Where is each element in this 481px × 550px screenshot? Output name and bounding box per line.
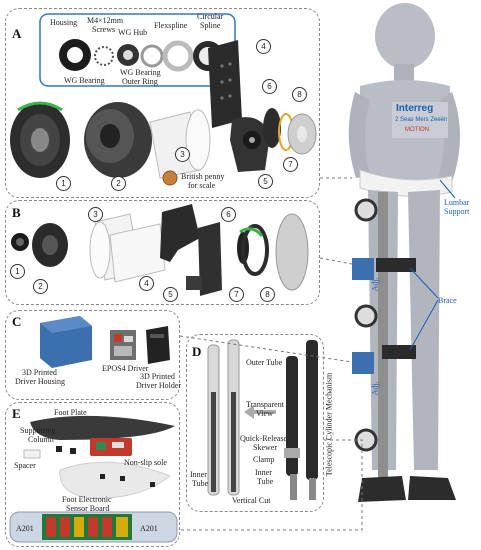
label-driver-housing-2: Driver Housing xyxy=(15,377,65,386)
label-foot-board-1: Foot Electronic xyxy=(62,495,112,504)
panel-e-label: E xyxy=(12,406,21,421)
label-inner-tube-right-1: Inner xyxy=(255,468,272,477)
label-foot-board-2: Sensor Board xyxy=(66,504,110,513)
label-driver-holder-2: Driver Holder xyxy=(136,381,182,390)
panel-a-label: A xyxy=(12,26,22,41)
label-vertical-cut: Vertical Cut xyxy=(232,496,271,505)
marker-b-4: 4 xyxy=(139,276,154,291)
panel-d xyxy=(186,334,324,512)
panel-c-label: C xyxy=(12,314,22,329)
marker-b-8: 8 xyxy=(260,287,275,302)
panel-c xyxy=(5,310,180,400)
label-chip-left: A201 xyxy=(16,524,34,533)
label-inner-tube-left-2: Tube xyxy=(192,479,209,488)
label-penny-2: for scale xyxy=(188,181,216,190)
marker-a-2: 2 xyxy=(111,176,126,191)
marker-a-4: 4 xyxy=(256,39,271,54)
label-flexspline: Flexspline xyxy=(154,21,188,30)
panel-b-label: B xyxy=(12,205,21,220)
label-outer-tube: Outer Tube xyxy=(246,358,283,367)
marker-b-3: 3 xyxy=(88,207,103,222)
marker-b-6: 6 xyxy=(221,207,236,222)
label-wg-bearing: WG Bearing xyxy=(64,76,105,85)
label-wg-hub: WG Hub xyxy=(118,28,148,37)
label-supporting-column-1: Supporting xyxy=(20,426,56,435)
marker-b-1: 1 xyxy=(10,264,25,279)
label-spacer: Spacer xyxy=(14,461,36,470)
label-driver-housing-1: 3D Printed xyxy=(22,368,57,377)
label-wg-bearing-outer-1: WG Bearing xyxy=(120,68,161,77)
panel-a xyxy=(5,8,320,198)
label-circular-2: Spline xyxy=(200,21,221,30)
label-epos4-driver: EPOS4 Driver xyxy=(102,364,149,373)
label-adj-lower: Adj. xyxy=(370,381,380,396)
label-driver-holder-1: 3D Printed xyxy=(140,372,175,381)
label-inner-tube-left-1: Inner xyxy=(190,470,207,479)
marker-a-3: 3 xyxy=(175,147,190,162)
marker-b-7: 7 xyxy=(229,287,244,302)
marker-a-1: 1 xyxy=(56,176,71,191)
label-penny-1: British penny xyxy=(181,172,225,181)
panel-e xyxy=(5,402,180,547)
label-foot-plate: Foot Plate xyxy=(54,408,87,417)
label-transparent-view-2: View xyxy=(256,409,273,418)
label-quick-release-2: Skewer xyxy=(253,443,277,452)
label-wg-bearing-outer-2: Outer Ring xyxy=(122,77,158,86)
marker-b-5: 5 xyxy=(163,287,178,302)
marker-a-5: 5 xyxy=(258,174,273,189)
panel-b xyxy=(5,200,320,305)
label-screws-2: Screws xyxy=(92,25,116,34)
badge-line2: 2 Seas Mers Zeeën xyxy=(395,117,448,123)
label-quick-release-1: Quick-Release xyxy=(240,434,288,443)
label-inner-tube-right-2: Tube xyxy=(257,477,274,486)
badge-line3: MOTION xyxy=(405,127,429,133)
marker-a-7: 7 xyxy=(283,157,298,172)
marker-a-8: 8 xyxy=(292,87,307,102)
marker-b-2: 2 xyxy=(33,279,48,294)
label-supporting-column-2: Column xyxy=(28,435,54,444)
badge-line1: Interreg xyxy=(396,103,434,114)
label-chip-right: A201 xyxy=(140,524,158,533)
label-housing: Housing xyxy=(50,18,78,27)
label-clamp: Clamp xyxy=(253,455,275,464)
label-screws-1: M4×12mm xyxy=(87,16,124,25)
label-transparent-view-1: Transparent xyxy=(246,400,284,409)
label-non-slip-sole: Non-slip sole xyxy=(124,458,167,467)
label-adj-upper: Adj. xyxy=(370,277,380,292)
label-lumbar-support-2: Support xyxy=(444,207,470,216)
panel-d-label: D xyxy=(192,344,202,359)
marker-a-6: 6 xyxy=(262,79,277,94)
label-circular-1: Circular xyxy=(197,12,224,21)
label-lumbar-support-1: Lumbar xyxy=(444,198,470,207)
label-brace: Brace xyxy=(438,296,457,305)
